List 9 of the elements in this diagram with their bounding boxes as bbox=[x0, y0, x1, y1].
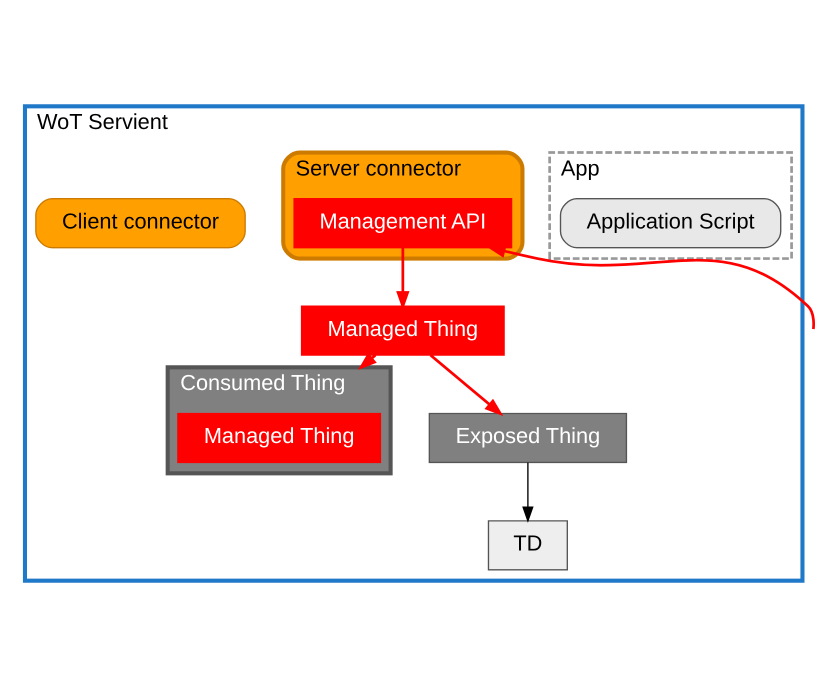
node-box: Managed Thing bbox=[177, 412, 382, 464]
node-box: Client connector bbox=[35, 198, 246, 248]
node-box: Management API bbox=[293, 198, 512, 248]
node-box: Exposed Thing bbox=[428, 412, 628, 464]
node-box: Application Script bbox=[560, 198, 782, 248]
arrow bbox=[430, 354, 504, 416]
arrow bbox=[522, 462, 534, 523]
node-box: Managed Thing bbox=[300, 305, 505, 356]
node-box: TD bbox=[488, 520, 568, 570]
